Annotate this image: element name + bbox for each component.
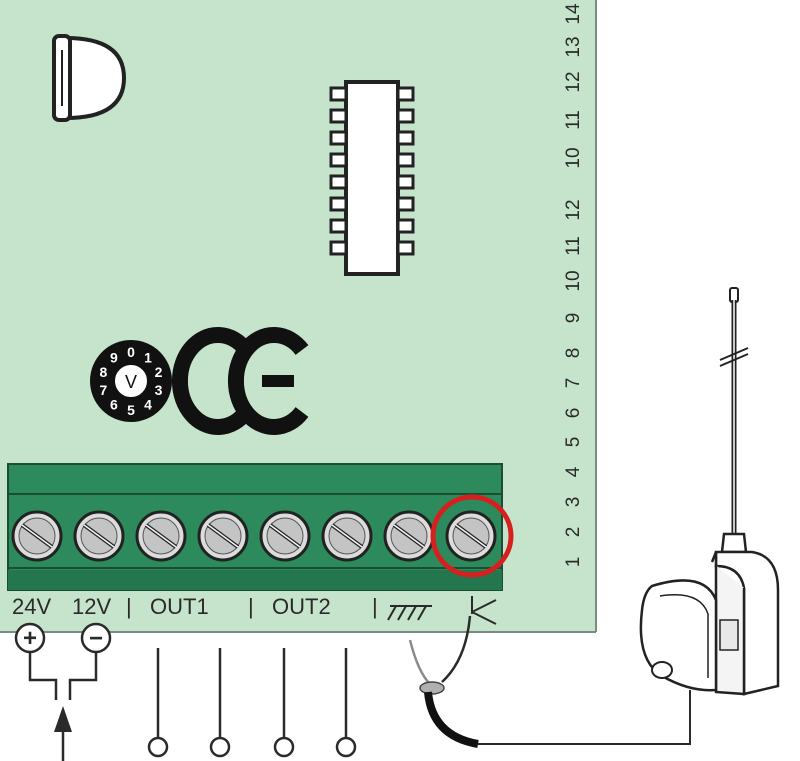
dial-digit: 9 xyxy=(110,350,118,366)
dial-digit: 7 xyxy=(100,382,108,398)
ic-pin-left xyxy=(329,196,348,212)
output-terminal-2 xyxy=(209,736,231,758)
polarity-plus-symbol: + xyxy=(14,622,46,654)
dial-digit: 5 xyxy=(127,402,135,418)
pin-number: 2 xyxy=(563,527,584,538)
ic-pin-left xyxy=(329,108,348,124)
pin-number: 8 xyxy=(563,348,584,359)
pin-number: 10 xyxy=(563,270,584,291)
pin-number: 14 xyxy=(563,3,584,25)
terminal-screw xyxy=(11,510,63,562)
ic-pin-right xyxy=(396,86,415,102)
ic-chip xyxy=(329,80,415,276)
ic-pin-left xyxy=(329,152,348,168)
dial-digit: 8 xyxy=(100,364,108,380)
dial-digit: 1 xyxy=(144,350,152,366)
antenna-cable xyxy=(408,615,691,748)
terminal-screw xyxy=(73,510,125,562)
antenna-device xyxy=(639,287,780,696)
pin-number: 13 xyxy=(563,36,584,57)
ic-pin-right xyxy=(396,108,415,124)
ic-pin-right xyxy=(396,152,415,168)
pin-number: 5 xyxy=(563,437,584,448)
dial-center xyxy=(113,363,149,399)
pin-number: 3 xyxy=(563,497,584,508)
terminal-screw xyxy=(445,510,497,562)
antenna-symbol-icon xyxy=(471,596,497,625)
label-out1: OUT1 xyxy=(150,594,209,619)
label-out2: OUT2 xyxy=(272,594,331,619)
power-arrow-icon xyxy=(54,706,72,732)
svg-text:−: − xyxy=(89,625,103,652)
pin-number: 1 xyxy=(563,557,584,568)
ic-pin-left xyxy=(329,240,348,256)
ic-pin-left xyxy=(329,130,348,146)
dial-digit: 2 xyxy=(155,364,163,380)
terminal-screw xyxy=(321,510,373,562)
svg-text:+: + xyxy=(23,625,37,652)
label-separator-1: | xyxy=(126,594,132,619)
dial-digit: 3 xyxy=(155,382,163,398)
ic-pin-right xyxy=(396,174,415,190)
label-12v: 12V xyxy=(72,594,111,619)
ce-mark-logo xyxy=(171,327,309,435)
antenna-tip xyxy=(729,287,739,303)
terminal-labels: 24V 12V | OUT1 | OUT2 | xyxy=(12,594,378,619)
label-24v: 24V xyxy=(12,594,51,619)
ground-symbol-icon xyxy=(387,605,432,621)
dial-digit: 0 xyxy=(127,344,135,360)
ic-pin-right xyxy=(396,130,415,146)
pin-number: 11 xyxy=(563,236,584,256)
pin-number: 9 xyxy=(563,313,584,324)
ic-pin-left xyxy=(329,218,348,234)
highlight-circle xyxy=(430,494,514,578)
terminal-block xyxy=(7,463,503,591)
pin-number: 6 xyxy=(563,408,584,419)
pin-number: 10 xyxy=(563,147,584,168)
pin-number: 7 xyxy=(563,378,584,389)
ic-pin-left xyxy=(329,174,348,190)
label-separator-2: | xyxy=(248,594,254,619)
output-terminal-3 xyxy=(273,736,295,758)
output-terminal-1 xyxy=(147,736,169,758)
terminal-screw xyxy=(197,510,249,562)
ic-pin-right xyxy=(396,240,415,256)
output-wires xyxy=(147,648,357,758)
terminal-screw xyxy=(383,510,435,562)
terminal-screw xyxy=(259,510,311,562)
ic-pin-left xyxy=(329,86,348,102)
pin-number: 12 xyxy=(563,199,584,220)
label-separator-3: | xyxy=(372,594,378,619)
pin-number: 4 xyxy=(563,466,584,477)
dial-digit: 4 xyxy=(144,396,152,412)
dial-center-label: V xyxy=(125,372,137,392)
polarity-minus-symbol: − xyxy=(80,622,112,654)
pin-number-column: 14 13 12 11 10 12 11 10 9 8 7 6 5 4 3 2 1 xyxy=(563,3,584,567)
dial-digit: 6 xyxy=(110,396,118,412)
pin-number: 12 xyxy=(563,71,584,92)
terminal-screws xyxy=(11,510,497,562)
ic-pin-right xyxy=(396,218,415,234)
output-terminal-4 xyxy=(335,736,357,758)
pin-number: 11 xyxy=(563,110,584,130)
ic-pin-right xyxy=(396,196,415,212)
terminal-screw xyxy=(135,510,187,562)
buzzer-component xyxy=(52,34,127,122)
